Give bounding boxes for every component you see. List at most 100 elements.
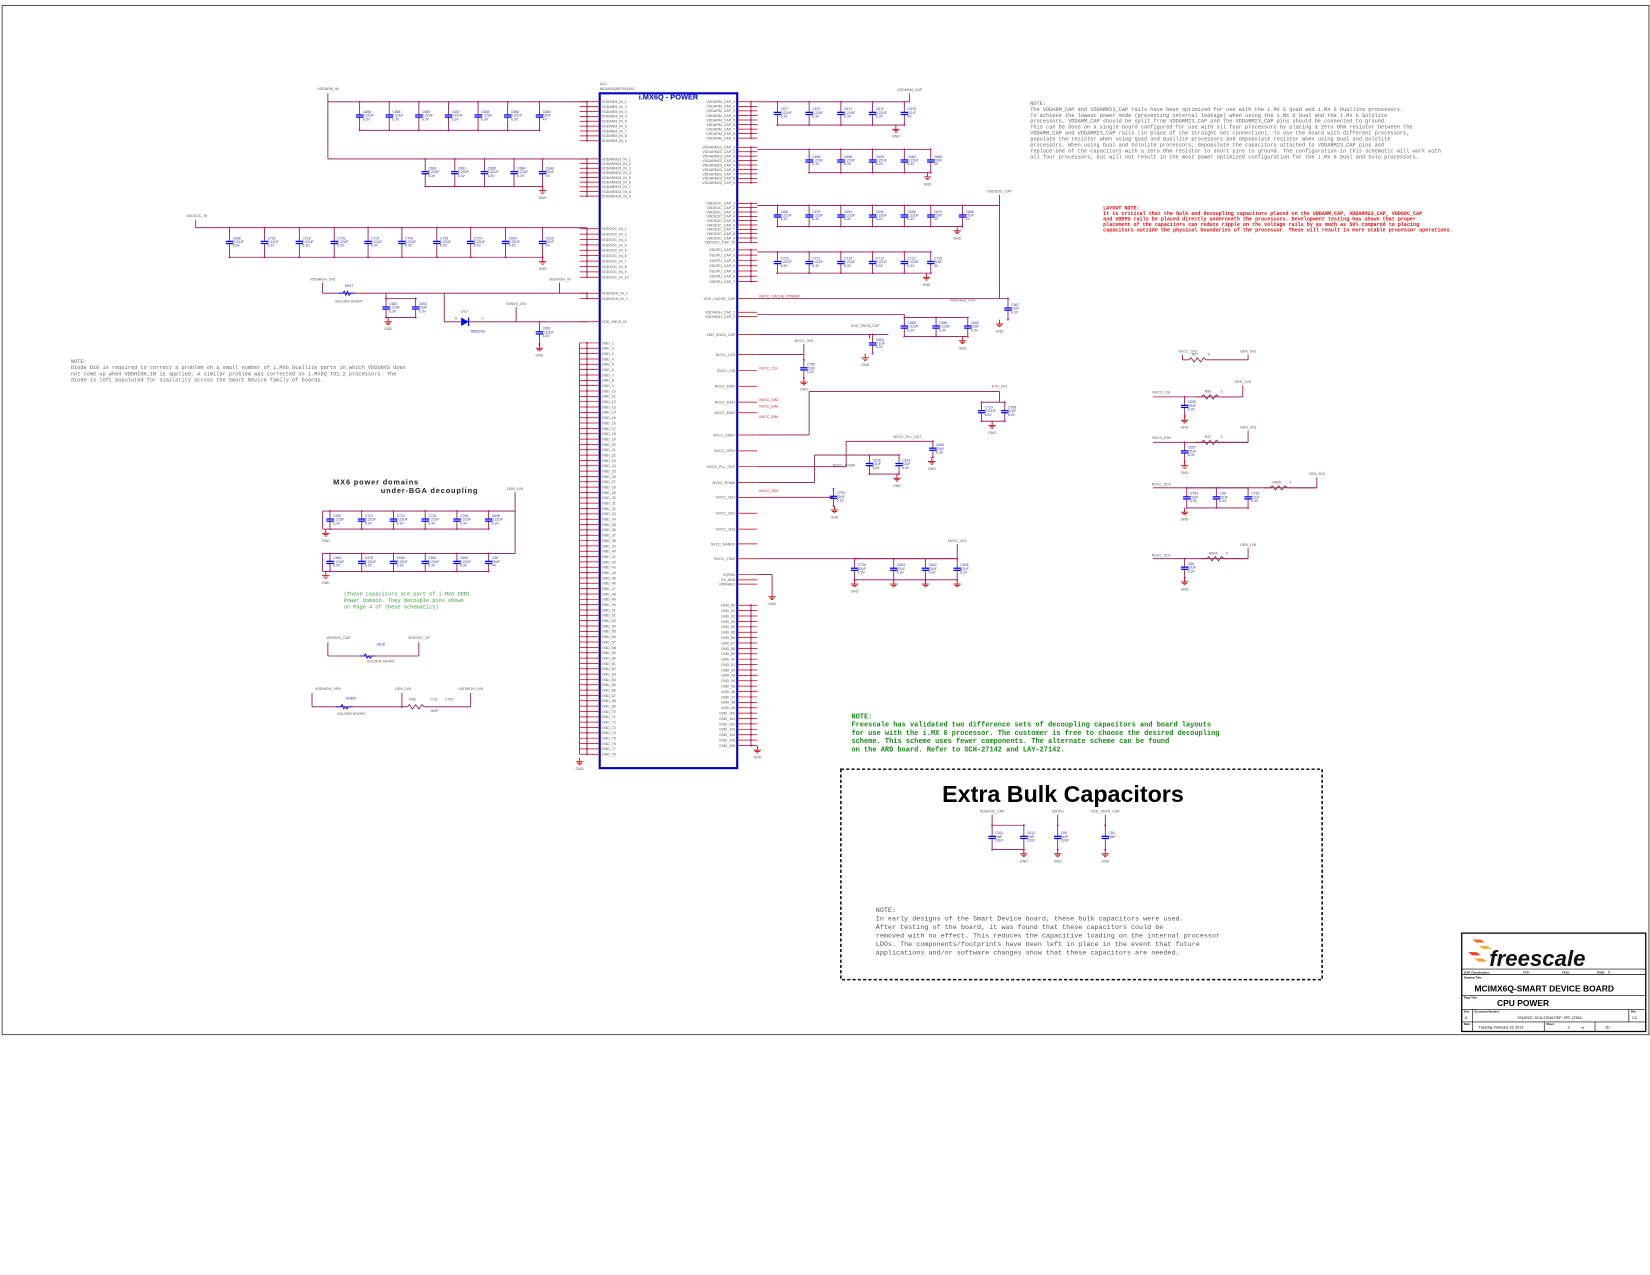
capacitor-value: 0.22UF: [363, 114, 374, 118]
ic-title: i.MX6Q - POWER: [639, 93, 699, 102]
junction-dot: [504, 256, 507, 259]
junction-dot: [903, 225, 906, 228]
junction-dot: [400, 226, 403, 229]
capacitor-voltage: 6.3V: [303, 244, 311, 248]
junction-dot: [541, 226, 544, 229]
size-value: D: [1465, 1016, 1468, 1020]
net-label: VDDARM_IN: [317, 87, 338, 91]
pin-name: GND_27: [602, 480, 616, 484]
capacitor-voltage: 6.3V: [844, 115, 852, 119]
pin-name: GND_38: [602, 539, 616, 543]
pin-name: GND_80: [721, 604, 735, 608]
capacitor-voltage: 6.3V: [1220, 499, 1228, 503]
diode-anode: A: [455, 317, 458, 321]
pin-name: GND_51: [602, 608, 616, 612]
bga-subtitle: under-BGA decoupling: [381, 486, 479, 495]
ground-icon: [1101, 853, 1109, 857]
net-label: VDD_SNVS_CAP: [851, 324, 880, 328]
junction-dot: [392, 510, 395, 513]
pin-name: GND_95: [721, 685, 735, 689]
pin-name: GND_84: [721, 625, 735, 629]
capacitor-ref: C729: [303, 236, 311, 240]
junction-dot: [776, 272, 779, 275]
net-name: NVCC_SD3: [759, 489, 778, 493]
junction-dot: [477, 129, 480, 132]
ground-icon: [988, 425, 996, 429]
junction-dot: [329, 510, 331, 513]
ground-icon: [890, 583, 898, 588]
junction-dot: [903, 204, 906, 207]
solder-short-icon: [338, 289, 355, 297]
ground-icon: [1180, 581, 1189, 586]
logo-mark: [1478, 945, 1492, 949]
capacitor-value: 22UF: [873, 462, 881, 466]
capacitor-value: 0.22UF: [474, 240, 485, 244]
capacitor-ref: C708: [460, 514, 468, 518]
ground-icon: [753, 749, 762, 754]
logo-mark: [1468, 952, 1481, 956]
pin-name: VDDARM23_CAP_8: [702, 177, 735, 181]
capacitor-ref: C724: [474, 236, 482, 240]
capacitor-value: 0.22UF: [440, 240, 451, 244]
junction-dot: [903, 148, 906, 151]
capacitor-ref: C758: [1008, 406, 1016, 410]
pin-name: GND_20: [602, 443, 616, 447]
pin-name: VDDARM23_IN_9: [602, 195, 631, 199]
solder-short-icon: [336, 703, 353, 710]
net-label: ETH_3V3: [992, 384, 1008, 388]
pin-name: VDDSOC_IN_6: [602, 254, 627, 258]
pin-name: VDDSOC_CAP_4: [706, 215, 735, 219]
pin-name: VDDARM_CAP_7: [706, 127, 735, 131]
junction-dot: [506, 100, 509, 103]
ground-label: GND: [1054, 859, 1062, 863]
capacitor-ref: C681: [781, 210, 789, 214]
capacitor-value: 0.22UF: [511, 114, 522, 118]
junction-dot: [392, 528, 395, 531]
solder-short-type: SOLDER SHORT: [367, 659, 396, 663]
capacitor-ref: C691: [844, 210, 852, 214]
pin-name: VDDARM_IN_6: [602, 124, 627, 128]
pin-name: GND_41: [602, 555, 616, 559]
capacitor-voltage: 6.3V: [428, 564, 436, 568]
capacitor-value: 0.22UF: [492, 518, 503, 522]
resistor-tolerance: 0.5%: [445, 697, 454, 701]
junction-dot: [956, 557, 959, 560]
junction-dot: [360, 528, 363, 531]
junction-dot: [802, 358, 805, 361]
junction-dot: [931, 440, 934, 443]
junction-dot: [298, 226, 301, 229]
fcp-label: FCP:: [1523, 970, 1529, 974]
pin-name: VDDARM23_CAP_2: [702, 150, 735, 154]
pin-name: GND_69: [602, 705, 616, 709]
capacitor-value: 22UF: [934, 260, 942, 264]
junction-dot: [853, 557, 856, 560]
junction-dot: [538, 320, 541, 323]
capacitor-value: 22UF: [908, 111, 916, 115]
decoupling-note-line: Freescale has validated two difference s…: [851, 722, 1211, 730]
junction-dot: [513, 157, 515, 160]
ground-label: GND: [831, 516, 839, 520]
junction-dot: [333, 226, 336, 229]
capacitor-ref: C660: [936, 443, 944, 447]
bulk-note-line: After testing of the board, it was found…: [876, 924, 1164, 932]
junction-dot: [808, 148, 811, 151]
capacitor-voltage: 6.3V: [876, 115, 884, 119]
bga-title: MX6 power domains: [333, 478, 419, 487]
pin-name: GND_85: [721, 631, 735, 635]
pin-name: GND_62: [602, 667, 616, 671]
of-label: of: [1581, 1025, 1584, 1029]
junction-dot: [298, 256, 301, 259]
junction-dot: [424, 552, 427, 555]
junction-dot: [839, 225, 842, 228]
junction-dot: [871, 225, 874, 228]
pin-name: GND_22: [602, 453, 616, 457]
junction-dot: [424, 528, 427, 531]
pin-name: VDDARM_IN_8: [602, 134, 627, 138]
capacitor-voltage: 6.3V: [902, 466, 910, 470]
capacitor-value: 22UF: [858, 567, 866, 571]
capacitor-value: 0.22UF: [985, 409, 996, 413]
capacitor-ref: C706: [440, 236, 448, 240]
pin-name: VDDSOC_IN_10: [602, 276, 629, 280]
capacitor-ref: C690: [460, 556, 468, 560]
junction-dot: [424, 570, 427, 573]
